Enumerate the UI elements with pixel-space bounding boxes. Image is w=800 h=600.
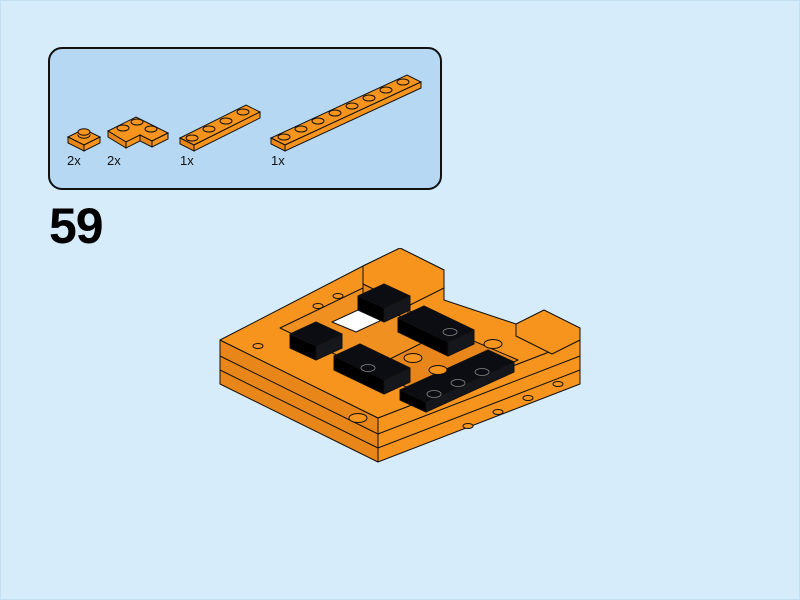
plate-1x8-icon: [269, 74, 423, 152]
plate-1x1-icon: [66, 128, 102, 152]
part-quantity: 2x: [67, 153, 81, 168]
part-quantity: 1x: [180, 153, 194, 168]
plate-corner-icon: [106, 116, 170, 149]
part-quantity: 1x: [271, 153, 285, 168]
part-quantity: 2x: [107, 153, 121, 168]
step-number: 59: [49, 198, 104, 254]
assembled-model-illustration: [219, 248, 581, 463]
parts-callout: 2x 2x 1x 1x: [48, 47, 442, 190]
plate-1x4-icon: [178, 104, 262, 152]
